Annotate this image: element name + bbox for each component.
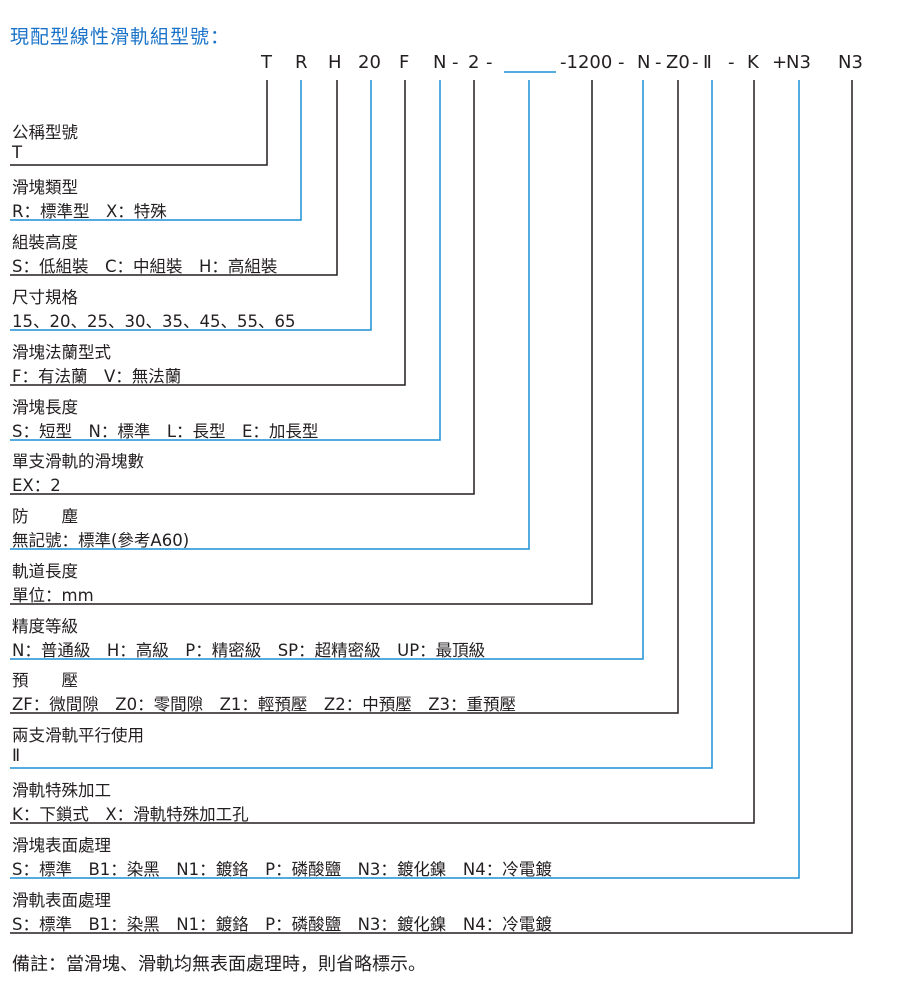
connector-1200 xyxy=(10,80,593,605)
connector-K xyxy=(10,80,755,824)
row-title-blocks-per-rail: 單支滑軌的滑塊數 xyxy=(12,452,144,471)
row-desc-block-type: R：標準型 X：特殊 xyxy=(12,202,167,221)
connector-2 xyxy=(10,80,475,495)
code-part: N xyxy=(433,52,447,73)
row-desc-accuracy-class: N：普通級 H：高級 P：精密級 SP：超精密級 UP：最頂級 xyxy=(12,641,486,660)
code-part: Ⅱ xyxy=(703,52,712,73)
connector-block-surface xyxy=(10,80,800,879)
row-title-rail-length: 軌道長度 xyxy=(12,562,78,581)
row-desc-rail-surface: S：標準 B1：染黑 N1：鍍鉻 P：磷酸鹽 N3：鍍化鎳 N4：冷電鍍 xyxy=(12,915,552,934)
code-part: H xyxy=(328,52,342,73)
connector-accuracy xyxy=(10,80,644,660)
code-part: Z0 xyxy=(666,52,690,73)
row-title-block-length: 滑塊長度 xyxy=(12,398,78,417)
row-title-block-surface: 滑塊表面處理 xyxy=(12,836,111,855)
row-desc-dust-protection: 無記號：標準(參考A60) xyxy=(12,531,190,550)
code-part: K xyxy=(747,52,759,73)
row-title-preload: 預 壓 xyxy=(12,671,78,690)
code-part: R xyxy=(295,52,308,73)
row-title-accuracy-class: 精度等級 xyxy=(12,617,78,636)
code-part: -1200 xyxy=(560,52,613,73)
footnote: 備註：當滑塊、滑軌均無表面處理時，則省略標示。 xyxy=(12,954,426,975)
code-part: 20 xyxy=(358,52,381,73)
code-part: 2 xyxy=(468,52,480,73)
row-desc-parallel-rails: Ⅱ xyxy=(12,746,21,765)
code-part: - xyxy=(692,52,699,73)
row-desc-flange-type: F：有法蘭 V：無法蘭 xyxy=(12,367,182,386)
row-title-rail-surface: 滑軌表面處理 xyxy=(12,891,111,910)
code-part: - xyxy=(452,52,459,73)
connector-rail-surface xyxy=(10,80,853,934)
code-part: - xyxy=(486,52,493,73)
connector-F xyxy=(10,80,406,386)
connector-parallel xyxy=(10,80,713,769)
connector-T xyxy=(10,80,268,166)
connector-20 xyxy=(10,80,372,331)
row-desc-rail-length: 單位：mm xyxy=(12,586,94,605)
row-title-assembly-height: 組裝高度 xyxy=(12,233,78,252)
row-title-nominal-model: 公稱型號 xyxy=(12,123,78,142)
connector-R xyxy=(10,80,302,221)
diagram-title: 現配型線性滑軌組型號： xyxy=(10,26,231,48)
connector-H xyxy=(10,80,338,276)
row-title-rail-special-machining: 滑軌特殊加工 xyxy=(12,781,111,800)
row-desc-block-surface: S：標準 B1：染黑 N1：鍍鉻 P：磷酸鹽 N3：鍍化鎳 N4：冷電鍍 xyxy=(12,860,552,879)
row-desc-size: 15、20、25、30、35、45、55、65 xyxy=(12,312,296,331)
connector-dust xyxy=(10,80,530,550)
row-desc-rail-special-machining: K：下鎖式 X：滑軌特殊加工孔 xyxy=(12,805,249,824)
code-part: N3 xyxy=(786,52,811,73)
code-part: - xyxy=(618,52,625,73)
row-desc-assembly-height: S：低組裝 C：中組裝 H：高組裝 xyxy=(12,257,278,276)
code-part: + xyxy=(772,52,788,73)
row-title-dust-protection: 防 塵 xyxy=(12,507,78,526)
row-title-block-type: 滑塊類型 xyxy=(12,178,78,197)
code-part: T xyxy=(261,52,272,73)
row-desc-nominal-model: T xyxy=(12,143,23,162)
connector-N xyxy=(10,80,441,441)
row-title-size: 尺寸規格 xyxy=(12,288,78,307)
code-part: F xyxy=(399,52,410,73)
code-part: N3 xyxy=(838,52,863,73)
row-desc-preload: ZF：微間隙 Z0：零間隙 Z1：輕預壓 Z2：中預壓 Z3：重預壓 xyxy=(12,695,516,714)
row-desc-block-length: S：短型 N：標準 L：長型 E：加長型 xyxy=(12,422,319,441)
connector-preload xyxy=(10,80,679,714)
code-part: - xyxy=(728,52,735,73)
code-part: - xyxy=(655,52,662,73)
code-part: N xyxy=(637,52,651,73)
row-title-flange-type: 滑塊法蘭型式 xyxy=(12,343,111,362)
row-title-parallel-rails: 兩支滑軌平行使用 xyxy=(12,726,144,745)
row-desc-blocks-per-rail: EX：2 xyxy=(12,476,61,495)
